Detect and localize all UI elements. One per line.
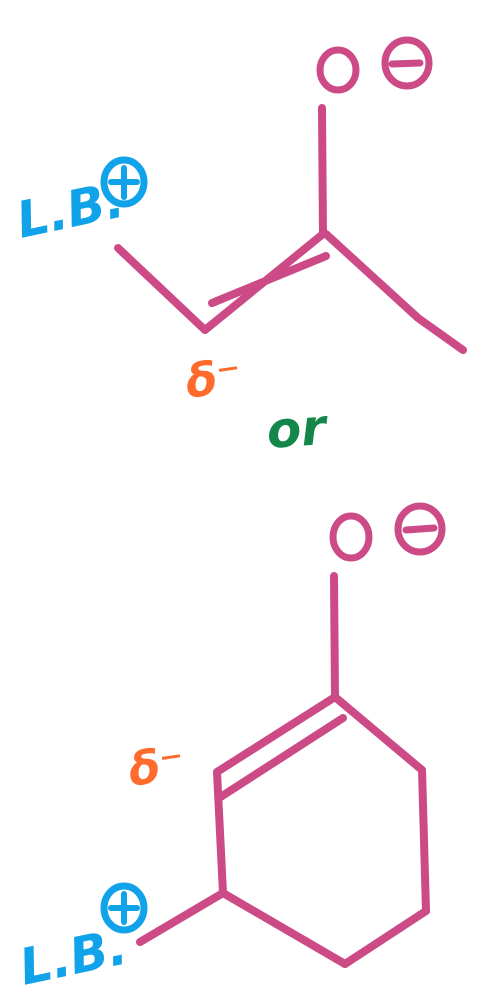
top-lewis-base-group: L.B.: [11, 156, 148, 250]
or-label: or: [265, 398, 331, 460]
bottom-ring-edge-top-left-primary: [213, 693, 339, 776]
top-enolate-structure: L.B. δ⁻: [11, 36, 467, 409]
top-right-chain-bond: [322, 230, 467, 354]
top-oxygen-charge-circle: [381, 36, 433, 90]
bottom-oxygen-ring: [329, 512, 373, 562]
top-oxygen-ring: [316, 46, 360, 94]
top-alkene-bond-secondary: [208, 252, 330, 307]
bottom-lb-bond: [136, 889, 227, 946]
top-carbonyl-bond: [318, 104, 327, 238]
bottom-lewis-base-charge-circle: [100, 882, 148, 934]
top-oxygen-charge-minus: [388, 59, 424, 68]
bottom-ring-edge-top-left-secondary: [215, 714, 347, 802]
top-lb-to-alkene-bond: [114, 244, 209, 334]
bottom-oxygen-charge-minus: [402, 524, 438, 534]
bottom-partial-charge-group: δ⁻: [125, 736, 188, 797]
bottom-ring-edge-bottom-left: [219, 889, 349, 968]
top-partial-charge-label: δ⁻: [182, 348, 245, 409]
bottom-oxygen-group: [329, 502, 446, 562]
bottom-partial-charge-label: δ⁻: [125, 736, 188, 797]
bottom-ring-edge-left: [213, 768, 227, 897]
or-label-group: or: [265, 398, 331, 460]
top-partial-charge-group: δ⁻: [182, 348, 245, 409]
bottom-ring-edge-right: [418, 766, 430, 915]
bottom-carbonyl-bond: [330, 572, 339, 701]
top-lewis-base-charge-circle: [100, 156, 148, 208]
bottom-ring-edge-bottom-right: [341, 907, 430, 968]
bottom-enolate-structure: L.B. δ⁻: [14, 502, 446, 997]
bottom-oxygen-charge-circle: [394, 502, 446, 556]
top-oxygen-group: [316, 36, 433, 94]
bottom-lewis-base-group: L.B.: [14, 882, 148, 997]
bottom-ring-edge-top-right: [331, 693, 426, 774]
